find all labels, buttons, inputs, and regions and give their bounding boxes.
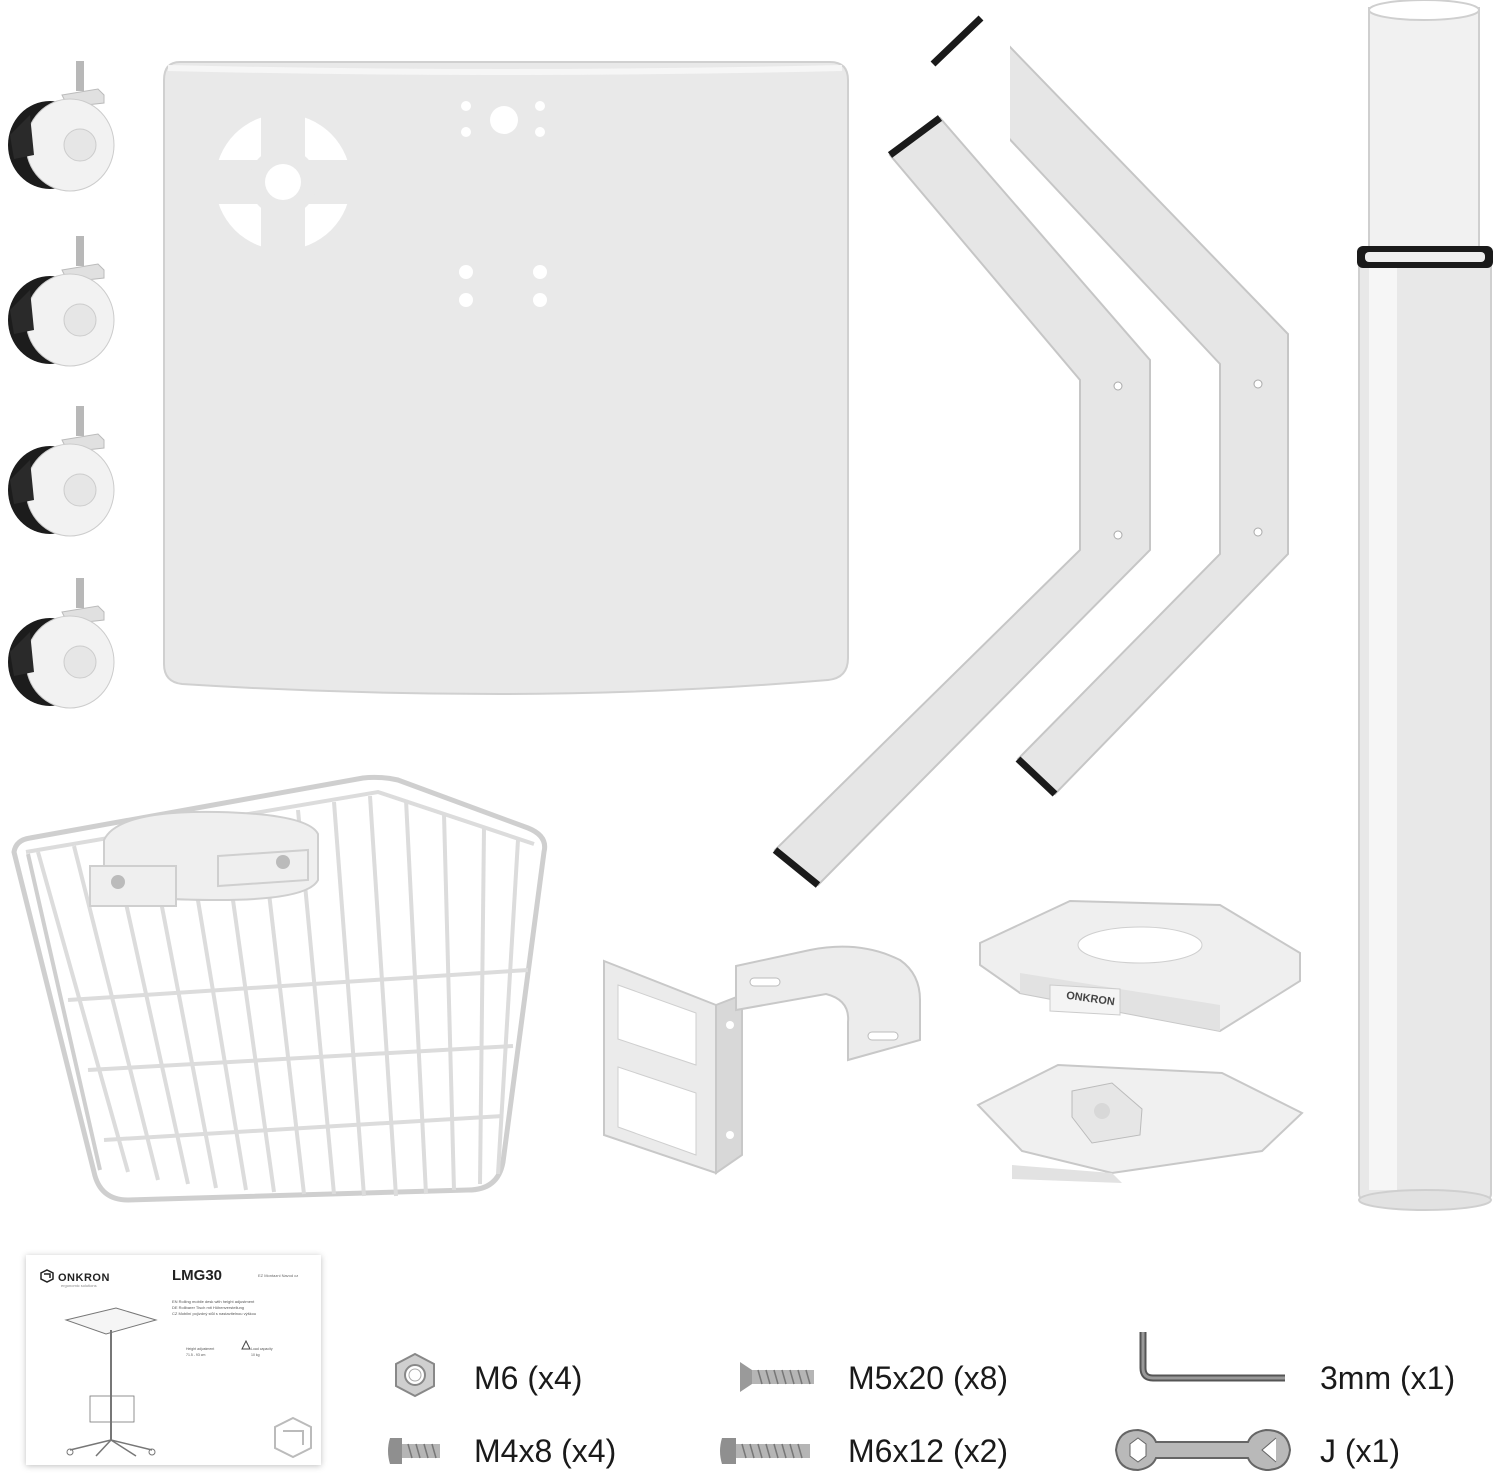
height-values: 71.5 - 93 cm (186, 1353, 206, 1357)
caster-wheel (0, 400, 130, 540)
manual-lang-note: EZ Montazni Navod cz (258, 1273, 299, 1278)
wrench-icon (1112, 1424, 1292, 1481)
hardware-label-allen-key: 3mm (x1) (1320, 1360, 1456, 1396)
telescopic-column (1355, 0, 1500, 1215)
hex-nut-icon (392, 1352, 438, 1403)
hardware-label-m6-nut: M6 (x4) (474, 1360, 583, 1396)
onkron-logo-icon (40, 1269, 54, 1286)
load-title: Load capacity (251, 1347, 273, 1351)
manual-brand-sub: ergonomic solutions (61, 1283, 97, 1288)
hardware-label-wrench: J (x1) (1320, 1433, 1400, 1469)
hardware-label-m6x12: M6x12 (x2) (848, 1433, 1009, 1469)
desc-line: EN Rolling mobile desk with height adjus… (172, 1299, 255, 1304)
long-screw-icon (718, 1434, 813, 1473)
desk-illustration (64, 1307, 158, 1457)
manual-brand-text: ONKRON (58, 1271, 110, 1284)
desk-top-plate (160, 58, 850, 703)
height-title: Height adjustment (186, 1347, 215, 1351)
tray-mount-plate: ONKRON (970, 893, 1310, 1043)
hardware-label-m4x8: M4x8 (x4) (474, 1433, 617, 1469)
leg-arm-end (925, 14, 985, 74)
caster-wheel (0, 55, 130, 195)
load-value: 10 kg (251, 1353, 260, 1357)
desc-line: DE Rollbarer Tisch mit Höhenverstellung (172, 1305, 245, 1310)
countersunk-screw-icon (738, 1360, 818, 1399)
u-clamp-bracket (730, 940, 930, 1065)
allen-key-icon (1135, 1328, 1290, 1393)
manual-description: EN Rolling mobile desk with height adjus… (172, 1299, 312, 1317)
leg-arm (1010, 14, 1300, 799)
wire-basket (8, 770, 553, 1210)
manual-model: LMG30 (172, 1267, 223, 1284)
leg-arm (770, 110, 1160, 900)
caster-wheel (0, 230, 130, 370)
onkron-watermark-icon (274, 1416, 312, 1459)
desc-line: CZ Mobilní pojízdný stůl s nastavitelnou… (172, 1311, 257, 1316)
instruction-manual: ONKRON ergonomic solutions LMG30 EZ Mont… (26, 1255, 321, 1465)
hardware-label-m5x20: M5x20 (x8) (848, 1360, 1009, 1396)
caster-wheel (0, 572, 130, 712)
l-bracket (596, 955, 751, 1180)
manual-brand: ONKRON (40, 1269, 110, 1286)
pan-head-screw-icon (386, 1434, 444, 1473)
warning-icon (241, 1340, 251, 1350)
hinge-mount-plate (972, 1055, 1307, 1185)
